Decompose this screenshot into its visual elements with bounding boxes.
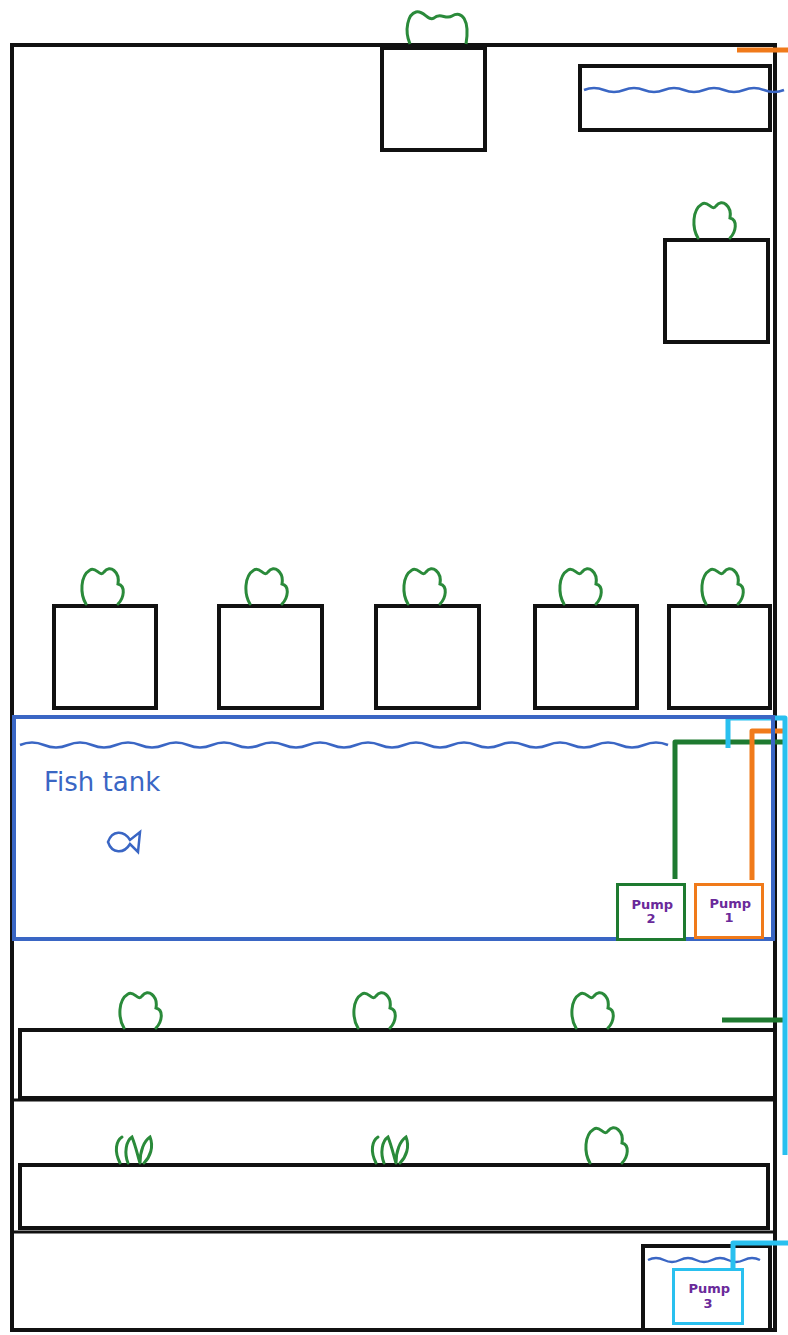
water-line (20, 743, 668, 748)
pump-box: Pump 3 (672, 1268, 744, 1325)
plant-pot (382, 48, 485, 150)
pump-label: Pump 3 (689, 1282, 728, 1311)
fish (108, 832, 140, 852)
fish-tank: Fish tankPump 2 Pump 1 (12, 715, 775, 941)
plant-pots (54, 606, 770, 708)
grow-bed (20, 1030, 775, 1098)
grow-bed (20, 1165, 768, 1228)
plant-pot (665, 240, 768, 342)
frame (12, 45, 775, 1330)
top-tank (580, 66, 770, 130)
pipes (675, 50, 788, 1268)
pump-label: Pump 2 (632, 898, 671, 927)
tank-label: Fish tank (44, 767, 160, 797)
pump-label: Pump 1 (710, 897, 749, 926)
pump-box: Pump 2 (616, 883, 686, 941)
sump-tank (643, 1246, 770, 1330)
pump-box: Pump 1 (694, 883, 764, 939)
